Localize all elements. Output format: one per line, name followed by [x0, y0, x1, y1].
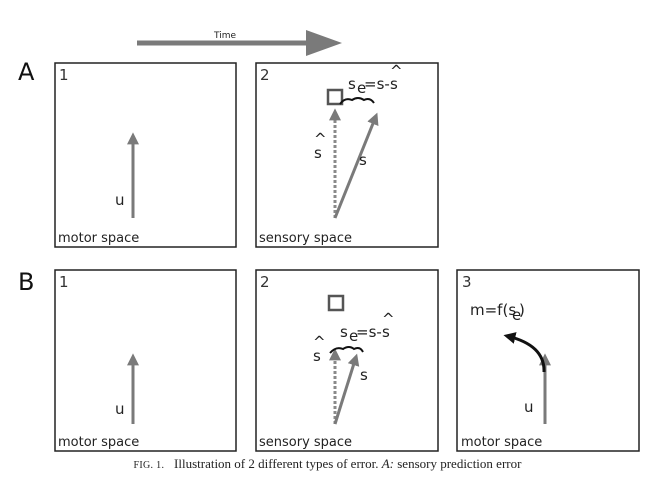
- error-brace: [339, 97, 375, 105]
- svg-text:^: ^: [314, 130, 327, 148]
- svg-text:^: ^: [313, 333, 326, 351]
- target-box: [327, 294, 345, 312]
- predicted-label: s ^: [313, 333, 326, 365]
- figure-number: FIG. 1.: [133, 460, 165, 471]
- svg-text:=s-: =s-: [364, 75, 390, 93]
- svg-text:=s-: =s-: [356, 323, 382, 341]
- actual-label: s: [359, 151, 367, 169]
- svg-text:s: s: [314, 144, 322, 162]
- row-b-panel-2: 2 sensory space s ^ s s e =s- s ^: [255, 269, 439, 452]
- space-label: motor space: [58, 435, 139, 450]
- row-b-label: B: [18, 268, 34, 296]
- caption-text: Illustration of 2 different types of err…: [174, 456, 379, 471]
- panel-number: 1: [59, 66, 69, 84]
- mapping-equation: m=f(s e ): [470, 301, 525, 324]
- time-label: Time: [213, 31, 236, 41]
- space-label: motor space: [461, 435, 542, 450]
- row-a-panel-2: 2 sensory space s ^ s s e =s- s ^: [255, 62, 439, 248]
- svg-text:s: s: [340, 323, 348, 341]
- time-arrow: [137, 30, 342, 56]
- actual-sensory-arrow: [333, 353, 360, 425]
- caption-part-label: A:: [381, 456, 394, 471]
- space-label: motor space: [58, 231, 139, 246]
- target-box: [326, 88, 344, 106]
- motor-vector-label: u: [115, 191, 125, 209]
- error-equation: s e =s- s ^: [348, 62, 403, 97]
- motor-vector-label: u: [524, 398, 534, 416]
- figure-caption: FIG. 1. Illustration of 2 different type…: [0, 456, 655, 472]
- actual-sensory-arrow: [333, 112, 379, 219]
- svg-text:e: e: [512, 306, 521, 324]
- row-b-panel-3: 3 motor space u m=f(s e ): [456, 269, 640, 452]
- svg-text:s: s: [382, 323, 390, 341]
- svg-text:e: e: [357, 79, 366, 97]
- svg-text:e: e: [349, 327, 358, 345]
- svg-text:m=f(s: m=f(s: [470, 301, 516, 319]
- panel-number: 2: [260, 66, 270, 84]
- predicted-label: s ^: [314, 130, 327, 162]
- error-equation: s e =s- s ^: [340, 310, 395, 345]
- actual-label: s: [360, 366, 368, 384]
- row-a-label: A: [18, 58, 35, 86]
- caption-rest: sensory prediction error: [397, 456, 522, 471]
- svg-text:s: s: [313, 347, 321, 365]
- space-label: sensory space: [259, 435, 352, 450]
- panel-number: 2: [260, 273, 270, 291]
- svg-text:^: ^: [390, 62, 403, 80]
- panel-number: 3: [462, 273, 472, 291]
- svg-text:s: s: [390, 75, 398, 93]
- motor-correction-arrow: [503, 332, 546, 373]
- panel-number: 1: [59, 273, 69, 291]
- svg-text:): ): [519, 301, 525, 319]
- row-a-panel-1: 1 motor space u: [54, 62, 237, 248]
- motor-vector-label: u: [115, 400, 125, 418]
- space-label: sensory space: [259, 231, 352, 246]
- row-b-panel-1: 1 motor space u: [54, 269, 237, 452]
- error-brace: [329, 346, 364, 354]
- svg-text:^: ^: [382, 310, 395, 328]
- svg-text:s: s: [348, 75, 356, 93]
